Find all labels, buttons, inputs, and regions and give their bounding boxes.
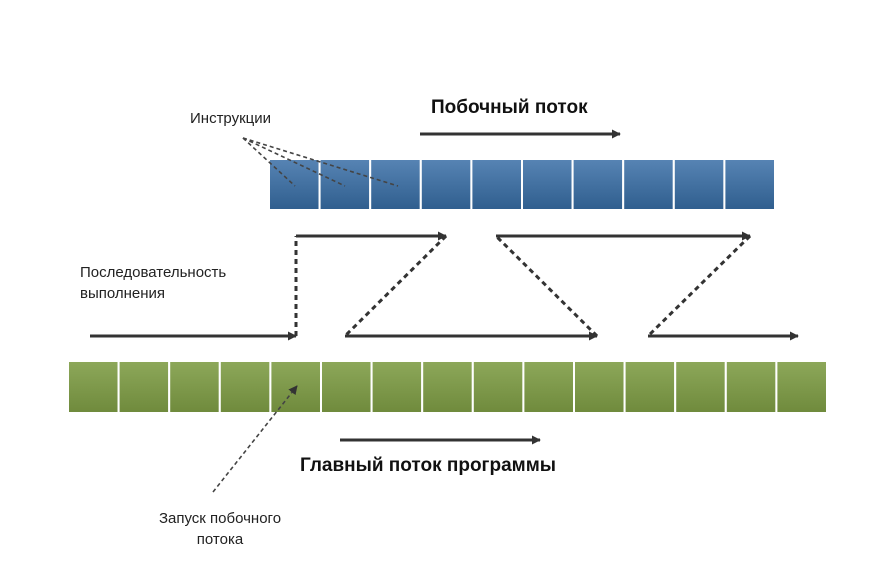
main-thread-title: Главный поток программы bbox=[300, 455, 556, 476]
execution-sequence-path bbox=[90, 231, 799, 341]
side-thread-cell bbox=[470, 158, 523, 211]
side-thread-cell bbox=[268, 158, 321, 211]
launch-label-line2: потока bbox=[196, 531, 244, 548]
sequence-label-line2: выполнения bbox=[80, 285, 166, 302]
sequence-label: Последовательность выполнения bbox=[80, 262, 226, 304]
main-thread-cell bbox=[471, 360, 525, 414]
side-thread-cell bbox=[419, 158, 473, 211]
main-thread-bar bbox=[67, 360, 829, 414]
sequence-dashed-up-2 bbox=[494, 234, 599, 338]
instructions-label: Инструкции bbox=[190, 110, 272, 127]
side-thread-bar bbox=[268, 158, 777, 211]
side-thread-cell bbox=[571, 158, 625, 211]
main-thread-cell bbox=[67, 360, 120, 414]
instructions-pointers bbox=[242, 137, 399, 187]
sequence-dashed-down-1 bbox=[343, 234, 448, 338]
side-thread-title: Побочный поток bbox=[431, 97, 588, 118]
main-thread-cell bbox=[623, 360, 677, 414]
side-thread-cell bbox=[318, 158, 372, 211]
side-thread-cell bbox=[672, 158, 726, 211]
main-thread-cell bbox=[117, 360, 171, 414]
launch-label-line1: Запуск побочного bbox=[158, 510, 282, 527]
main-thread-cell bbox=[573, 360, 626, 414]
sequence-label-line1: Последовательность bbox=[80, 264, 227, 281]
side-thread-cell bbox=[369, 158, 422, 211]
main-thread-cell bbox=[522, 360, 576, 414]
main-thread-cell bbox=[320, 360, 373, 414]
main-thread-cell bbox=[218, 360, 272, 414]
launch-label: Запуск побочного потока bbox=[125, 508, 315, 550]
main-thread-cell bbox=[168, 360, 221, 414]
side-thread-cell bbox=[723, 158, 777, 211]
sequence-dashed-down-2 bbox=[646, 234, 752, 338]
main-thread-cell bbox=[370, 360, 424, 414]
main-thread-cell bbox=[421, 360, 474, 414]
main-thread-cell bbox=[724, 360, 778, 414]
side-thread-cell bbox=[521, 158, 574, 211]
main-thread-cell bbox=[674, 360, 727, 414]
side-thread-cell bbox=[622, 158, 675, 211]
main-thread-cell bbox=[775, 360, 829, 414]
launch-pointer-arrow bbox=[212, 385, 298, 493]
